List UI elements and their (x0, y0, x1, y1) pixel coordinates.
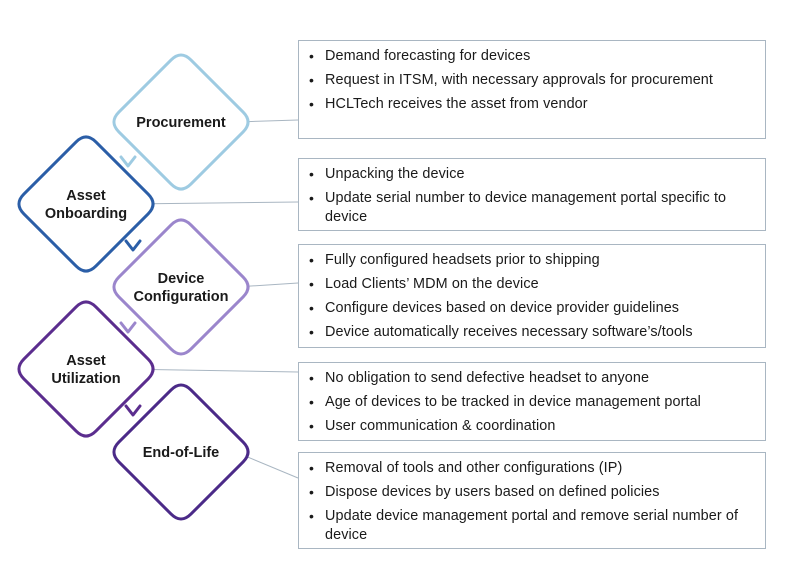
connector-line (149, 201, 299, 205)
procurement-details-box: Demand forecasting for devices Request i… (298, 40, 766, 139)
bullet-item: Request in ITSM, with necessary approval… (299, 71, 757, 90)
chevron-down-icon (119, 321, 137, 334)
device-configuration-diamond (112, 218, 250, 356)
bullet-item: Demand forecasting for devices (299, 47, 757, 66)
bullet-item: Fully configured headsets prior to shipp… (299, 251, 757, 270)
bullet-item: Update device management portal and remo… (299, 507, 757, 545)
asset-utilization-label: Asset (66, 353, 106, 369)
asset-onboarding-diamond (17, 135, 155, 273)
chevron-down-icon (119, 155, 137, 168)
utilization-details-box: No obligation to send defective headset … (298, 362, 766, 441)
procurement-stage: Procurement (112, 53, 250, 191)
device-configuration-label: Device (158, 271, 205, 287)
bullet-item: Unpacking the device (299, 165, 757, 184)
bullet-item: Device automatically receives necessary … (299, 323, 757, 342)
end-of-life-stage: End-of-Life (112, 383, 250, 521)
asset-utilization-diamond (17, 300, 155, 438)
chevron-down-icon (124, 404, 142, 417)
asset-utilization-label: Utilization (51, 371, 120, 387)
bullet-item: Dispose devices by users based on define… (299, 483, 757, 502)
chevron-down-icon (124, 239, 142, 252)
connector-line (149, 368, 299, 373)
connector-lines (149, 119, 299, 479)
bullet-item: Removal of tools and other configuration… (299, 459, 757, 478)
end-of-life-diamond (112, 383, 250, 521)
end-of-life-bullet-list: Removal of tools and other configuration… (299, 459, 757, 545)
connector-line (244, 119, 299, 123)
procurement-label: Procurement (136, 115, 226, 131)
asset-onboarding-label: Onboarding (45, 206, 127, 222)
connector-line (244, 455, 299, 479)
procurement-bullet-list: Demand forecasting for devices Request i… (299, 47, 757, 114)
bullet-item: No obligation to send defective headset … (299, 369, 757, 388)
asset-onboarding-label: Asset (66, 188, 106, 204)
bullet-item: Configure devices based on device provid… (299, 299, 757, 318)
onboarding-details-box: Unpacking the device Update serial numbe… (298, 158, 766, 231)
onboarding-bullet-list: Unpacking the device Update serial numbe… (299, 165, 757, 227)
device-configuration-label: Configuration (133, 289, 228, 305)
configuration-details-box: Fully configured headsets prior to shipp… (298, 244, 766, 348)
procurement-diamond (112, 53, 250, 191)
utilization-bullet-list: No obligation to send defective headset … (299, 369, 757, 436)
bullet-item: Age of devices to be tracked in device m… (299, 393, 757, 412)
connector-line (244, 282, 299, 287)
end-of-life-details-box: Removal of tools and other configuration… (298, 452, 766, 549)
bullet-item: Update serial number to device managemen… (299, 189, 757, 227)
bullet-item: User communication & coordination (299, 417, 757, 436)
end-of-life-label: End-of-Life (143, 445, 220, 461)
configuration-bullet-list: Fully configured headsets prior to shipp… (299, 251, 757, 342)
bullet-item: Load Clients’ MDM on the device (299, 275, 757, 294)
bullet-item: HCLTech receives the asset from vendor (299, 95, 757, 114)
